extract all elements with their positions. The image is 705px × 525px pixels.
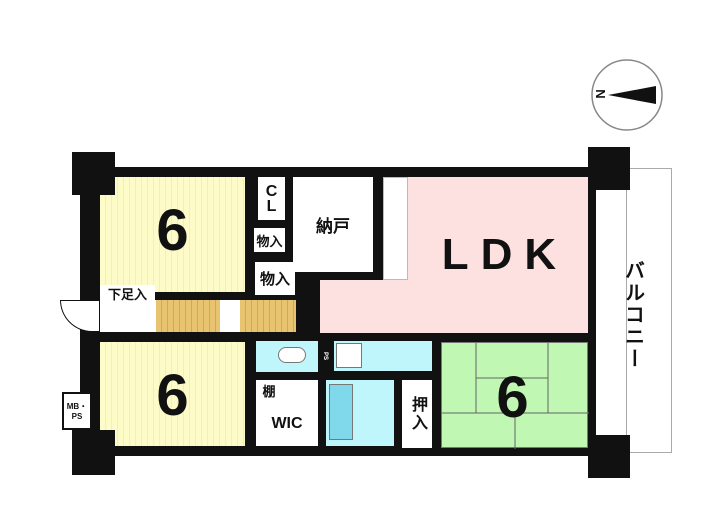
shoe-storage-label: 下足入 [100,285,155,302]
pillar [588,435,630,478]
oshiire-label: 押入 [402,380,432,448]
meter-box-label: MB・PS [62,392,92,430]
storage-2-label: 物入 [255,262,295,295]
washing-machine-icon [336,343,362,368]
nando-label: 納戸 [293,177,373,272]
japanese-room [441,342,589,449]
kitchen-counter [383,177,408,280]
bedroom-1 [100,177,245,292]
japanese-room-label: 6 [496,364,529,430]
pillar [72,430,115,475]
compass-icon [591,59,663,131]
ldk-label: LDK [441,230,569,279]
bathtub-icon [329,384,353,440]
ldk-dining-area [320,280,390,333]
tatami-lines [442,343,589,449]
balcony [626,168,672,453]
ldk [383,177,588,333]
ps-label: PS [322,351,328,360]
pillar [588,147,630,190]
bedroom-2-label: 6 [156,362,189,428]
closet-label: CL [258,177,285,220]
pillar [72,152,115,195]
bedroom-2 [100,342,245,446]
entrance-door[interactable] [60,300,100,332]
toilet-icon [278,347,306,363]
entrance [100,300,156,332]
shelf-label: 棚 [258,382,280,399]
balcony-label: バルコニー [621,260,644,370]
storage-1-label: 物入 [254,228,285,252]
bedroom-1-label: 6 [156,197,189,263]
hall-door [220,300,240,332]
compass-north-label: N [593,89,609,99]
